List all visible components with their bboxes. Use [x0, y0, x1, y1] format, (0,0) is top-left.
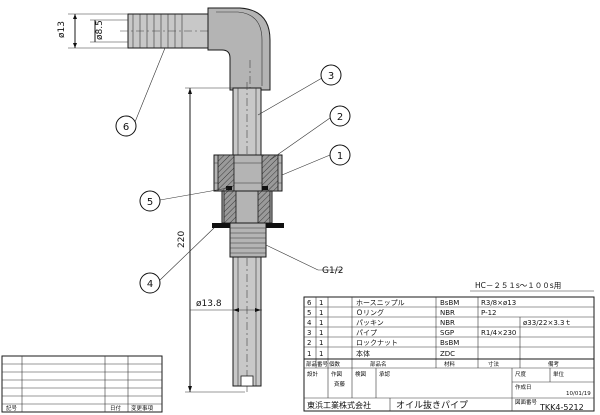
svg-text:パッキン: パッキン	[356, 319, 384, 327]
hose-nipple	[120, 13, 215, 49]
svg-text:G1/2: G1/2	[322, 266, 343, 276]
svg-text:6: 6	[123, 122, 129, 133]
svg-text:4: 4	[147, 279, 153, 290]
svg-text:個数: 個数	[329, 360, 341, 368]
svg-text:3: 3	[328, 71, 334, 82]
svg-text:本体: 本体	[356, 349, 370, 358]
dimension-hose-id: ø8.5	[90, 19, 128, 43]
svg-text:1: 1	[319, 339, 323, 347]
svg-text:BsBM: BsBM	[440, 339, 459, 347]
svg-text:HC－２５１s～１００s用: HC－２５１s～１００s用	[475, 281, 561, 290]
drawing-number: TKK4-5212	[539, 403, 584, 412]
svg-text:尺度: 尺度	[515, 370, 527, 378]
series-label: HC－２５１s～１００s用	[470, 281, 594, 292]
svg-text:P-12: P-12	[481, 309, 497, 317]
svg-text:部品名: 部品名	[370, 360, 387, 368]
parts-rows: 6 1 ホースニップル BsBM R3/8×ø13 5 1 Ｏリング NBR P…	[306, 299, 571, 368]
svg-text:図面番号: 図面番号	[515, 399, 538, 406]
svg-text:1: 1	[337, 151, 343, 162]
balloon-6: 6	[115, 47, 166, 137]
svg-text:Ｏリング: Ｏリング	[356, 308, 384, 317]
svg-text:1: 1	[319, 299, 323, 307]
balloon-5: 5	[139, 187, 229, 212]
balloon-1: 1	[281, 144, 351, 176]
svg-text:1: 1	[307, 350, 311, 358]
svg-text:寸法: 寸法	[488, 360, 500, 368]
dimension-length: 220	[177, 87, 245, 393]
gasket	[212, 223, 284, 228]
svg-text:単位: 単位	[553, 370, 565, 378]
svg-text:ロックナット: ロックナット	[356, 339, 398, 347]
svg-text:ø33/22×3.3ｔ: ø33/22×3.3ｔ	[523, 319, 571, 327]
drawing-title: オイル抜きパイプ	[396, 399, 468, 411]
svg-text:NBR: NBR	[440, 309, 455, 317]
svg-text:作図: 作図	[331, 370, 343, 378]
svg-text:日付: 日付	[110, 404, 122, 412]
svg-text:ø13.8: ø13.8	[196, 299, 222, 309]
svg-text:承認: 承認	[379, 370, 391, 378]
main-body	[221, 190, 273, 258]
svg-text:220: 220	[177, 231, 187, 248]
svg-text:備考: 備考	[548, 360, 560, 368]
svg-text:ZDC: ZDC	[440, 350, 455, 358]
svg-text:R3/8×ø13: R3/8×ø13	[481, 299, 516, 307]
svg-text:BsBM: BsBM	[440, 299, 459, 307]
svg-text:5: 5	[307, 309, 311, 317]
svg-text:作成日: 作成日	[515, 383, 532, 391]
balloon-2: 2	[269, 105, 351, 161]
company-name: 東浜工業株式会社	[307, 400, 371, 410]
row-no: 6	[307, 299, 312, 307]
svg-text:ホースニップル: ホースニップル	[356, 299, 405, 307]
svg-text:部品番号: 部品番号	[306, 360, 329, 368]
svg-text:NBR: NBR	[440, 319, 455, 327]
elbow-fitting	[207, 7, 271, 95]
svg-text:材料: 材料	[444, 360, 456, 368]
svg-text:SGP: SGP	[440, 329, 454, 337]
lock-nut	[213, 154, 283, 192]
svg-text:ø13: ø13	[57, 21, 67, 38]
svg-text:10/01/19: 10/01/19	[566, 391, 591, 397]
svg-text:記号: 記号	[6, 404, 18, 412]
title-block: 設計 作図 検図 承認 斉藤 尺度 単位 作成日 10/01/19 東浜工業株式…	[303, 358, 595, 412]
svg-text:3: 3	[307, 329, 311, 337]
revision-block: 記号 日付 変更事項	[1, 355, 163, 413]
dimension-hose-od: ø13	[57, 13, 128, 49]
svg-text:ø8.5: ø8.5	[95, 20, 105, 40]
svg-text:設計: 設計	[307, 370, 319, 378]
svg-text:パイプ: パイプ	[356, 329, 377, 337]
svg-text:1: 1	[319, 309, 323, 317]
svg-text:斉藤: 斉藤	[334, 380, 346, 388]
thread-callout: G1/2	[265, 244, 343, 276]
svg-text:2: 2	[307, 339, 311, 347]
balloon-3: 3	[257, 64, 342, 116]
svg-text:変更事項: 変更事項	[131, 404, 154, 412]
svg-text:2: 2	[337, 112, 343, 123]
svg-text:検図: 検図	[355, 370, 367, 378]
balloon-4: 4	[139, 227, 215, 294]
svg-text:R1/4×230: R1/4×230	[481, 329, 516, 337]
o-ring	[226, 186, 268, 190]
svg-text:1: 1	[319, 329, 323, 337]
dimension-pipe-od: ø13.8	[190, 299, 262, 312]
svg-text:1: 1	[319, 319, 323, 327]
svg-text:4: 4	[307, 319, 312, 327]
svg-text:1: 1	[319, 350, 323, 358]
svg-text:5: 5	[147, 197, 153, 208]
